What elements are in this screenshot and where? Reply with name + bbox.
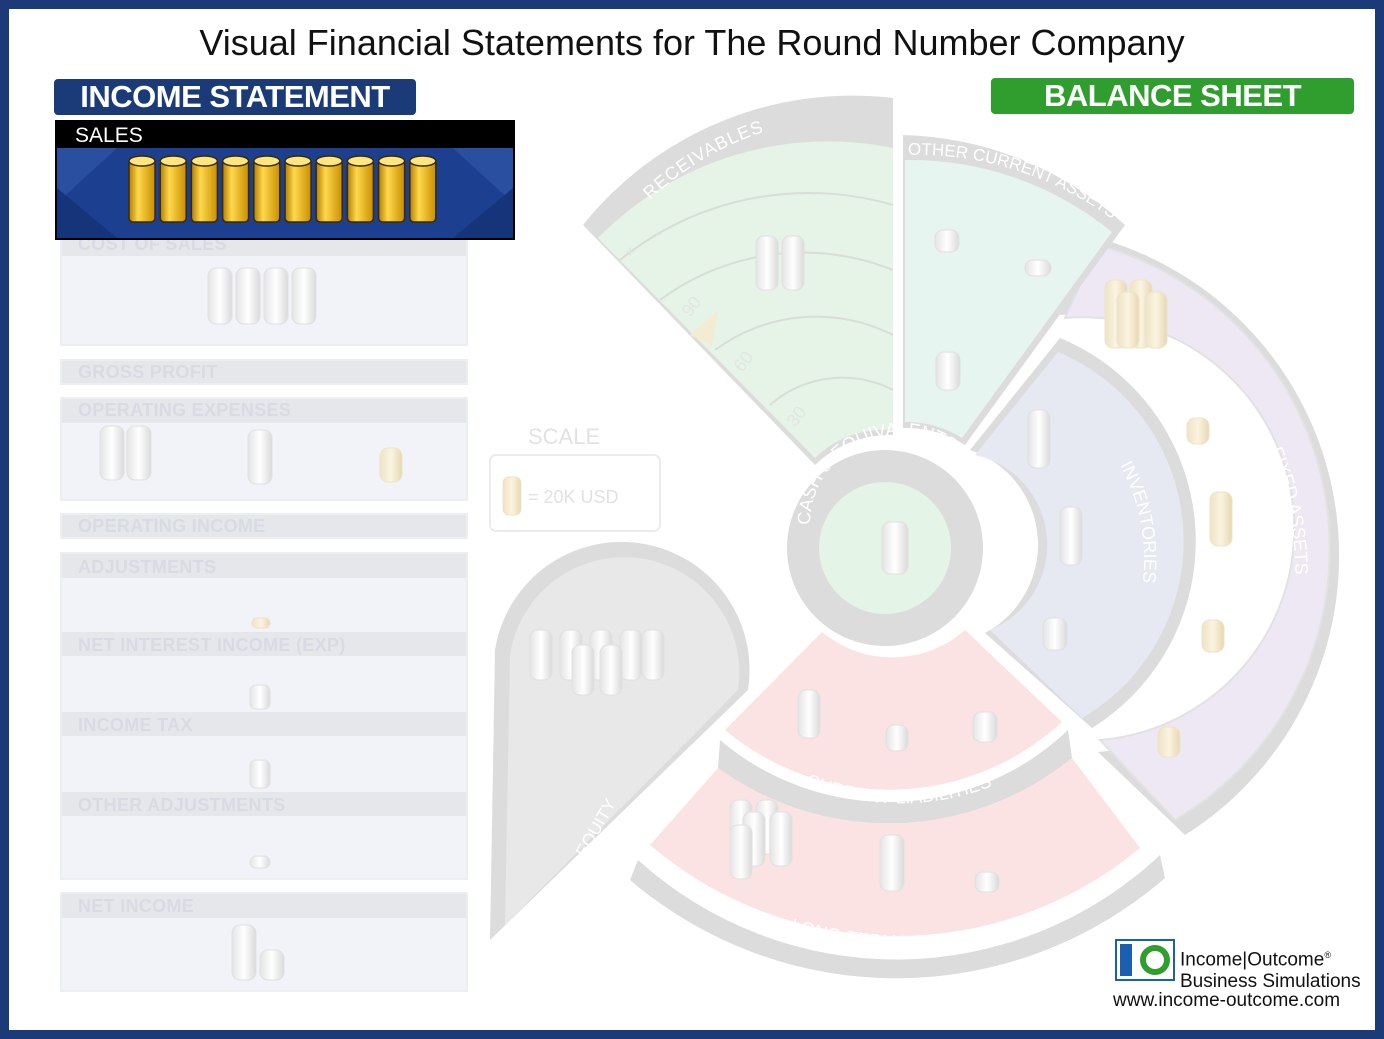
scale-title: SCALE: [528, 424, 600, 449]
sales-coin: [128, 159, 156, 223]
sales-coin: [253, 159, 281, 223]
income-outcome-logo-icon[interactable]: [1115, 939, 1175, 981]
logo-text: Income|Outcome® Business Simulations: [1180, 944, 1361, 993]
other-adjustments-label: OTHER ADJUSTMENTS: [78, 795, 286, 815]
operating-expenses-label: OPERATING EXPENSES: [78, 400, 292, 420]
sales-coins: [57, 148, 513, 238]
sales-coin: [190, 159, 219, 223]
plus-sign: +: [625, 242, 636, 262]
sales-coin-top: [253, 155, 281, 167]
sales-coin: [377, 159, 406, 223]
sales-coin-top: [284, 155, 312, 167]
sales-coin-top: [346, 155, 375, 167]
net-income-panel[interactable]: NET INCOME: [60, 892, 468, 992]
sales-body: [57, 148, 513, 238]
sales-coin-top: [409, 155, 437, 167]
logo-line2: Business Simulations: [1180, 971, 1361, 993]
logo-registered: ®: [1324, 950, 1331, 960]
sales-label: SALES: [75, 124, 143, 147]
sales-coin-top: [315, 155, 343, 167]
balance-sheet-tab[interactable]: BALANCE SHEET: [991, 78, 1354, 114]
gross-profit-label: GROSS PROFIT: [78, 362, 218, 382]
fixed-assets-segment[interactable]: [1060, 240, 1340, 835]
logo-url[interactable]: www.income-outcome.com: [1113, 990, 1341, 1011]
sales-coin: [221, 159, 250, 223]
sales-coin-top: [159, 155, 187, 167]
operating-income-label: OPERATING INCOME: [78, 516, 266, 536]
sales-coin-top: [221, 155, 250, 167]
logo-line1: Income|Outcome: [1180, 949, 1325, 971]
sales-coin: [315, 159, 343, 223]
net-interest-label: NET INTEREST INCOME (EXP): [78, 635, 346, 655]
receivables-segment[interactable]: [583, 95, 894, 466]
sales-panel[interactable]: SALES: [55, 120, 515, 240]
sales-coin: [159, 159, 187, 223]
current-liabilities-segment[interactable]: [718, 630, 1072, 824]
scale-value: = 20K USD: [528, 487, 619, 507]
sales-coin: [284, 159, 312, 223]
income-statement-tab[interactable]: INCOME STATEMENT: [54, 79, 416, 115]
adjustments-panel[interactable]: ADJUSTMENTS NET INTEREST INCOME (EXP) IN…: [60, 552, 468, 880]
operating-income-panel[interactable]: OPERATING INCOME: [60, 513, 468, 539]
gross-profit-panel[interactable]: GROSS PROFIT: [60, 359, 468, 385]
sales-coin-top: [190, 155, 219, 167]
net-income-label: NET INCOME: [78, 896, 195, 916]
sales-coin-top: [377, 155, 406, 167]
adjustments-label: ADJUSTMENTS: [78, 557, 217, 577]
sales-coin: [346, 159, 375, 223]
sales-coin: [409, 159, 437, 223]
income-tax-label: INCOME TAX: [78, 715, 193, 735]
page-title: Visual Financial Statements for The Roun…: [199, 22, 1185, 63]
sales-coin-top: [128, 155, 156, 167]
